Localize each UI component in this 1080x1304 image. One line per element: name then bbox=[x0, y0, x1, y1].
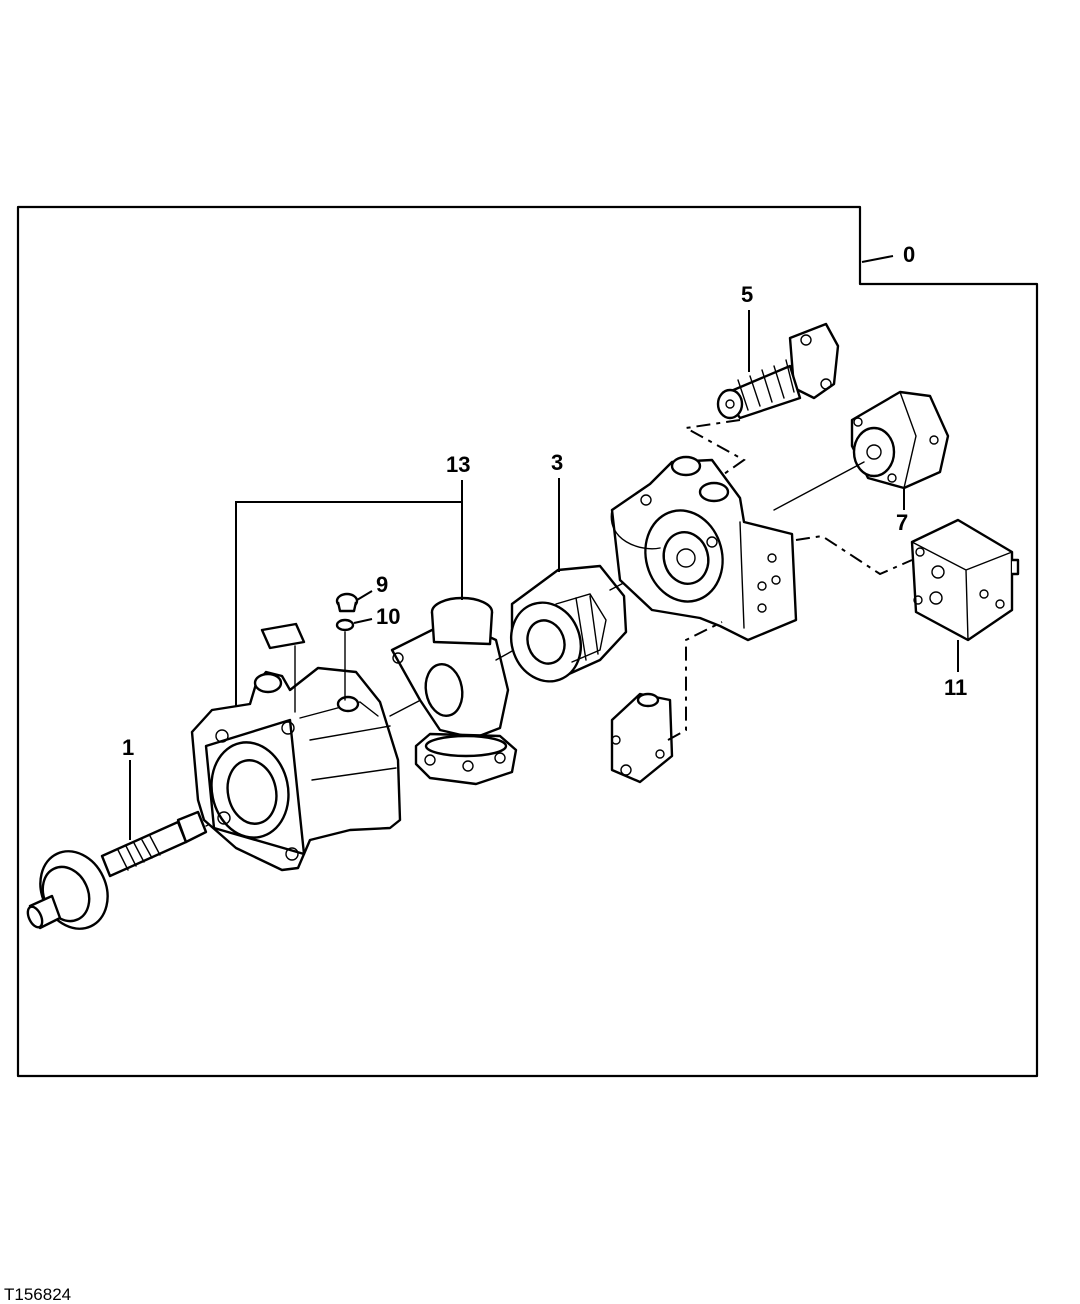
part-1-drive-shaft bbox=[26, 810, 208, 930]
part-11-valve-block bbox=[910, 518, 1020, 642]
assembly-frame bbox=[16, 205, 1039, 1078]
callout-1: 1 bbox=[122, 735, 134, 760]
dash-line-11 bbox=[795, 534, 913, 576]
callout-10: 10 bbox=[376, 604, 400, 629]
pump-housing bbox=[190, 622, 402, 872]
bracket-13 bbox=[235, 501, 462, 706]
end-cap-valve-plate bbox=[610, 455, 798, 642]
leader-9 bbox=[356, 590, 373, 601]
solenoid-block bbox=[610, 692, 674, 784]
leader-10 bbox=[353, 618, 373, 624]
callout-5: 5 bbox=[741, 282, 753, 307]
swash-plate-yoke bbox=[390, 596, 518, 786]
part-10-o-ring bbox=[335, 618, 355, 632]
leader-0 bbox=[861, 255, 894, 263]
part-3-cylinder-block bbox=[510, 564, 628, 683]
figure-id: T156824 bbox=[4, 1285, 71, 1304]
part-7-cover-assembly bbox=[850, 390, 950, 490]
callout-9: 9 bbox=[376, 572, 388, 597]
callout-7: 7 bbox=[896, 510, 908, 535]
part-9-plug bbox=[335, 592, 359, 613]
callout-11: 11 bbox=[944, 675, 967, 700]
axis-line-7 bbox=[773, 461, 865, 511]
callout-13: 13 bbox=[446, 452, 470, 477]
callout-3: 3 bbox=[551, 450, 563, 475]
callout-0: 0 bbox=[903, 242, 915, 267]
dash-line-5 bbox=[682, 419, 746, 475]
dash-line-solenoid bbox=[667, 621, 723, 741]
part-5-spring-assembly bbox=[716, 322, 840, 420]
